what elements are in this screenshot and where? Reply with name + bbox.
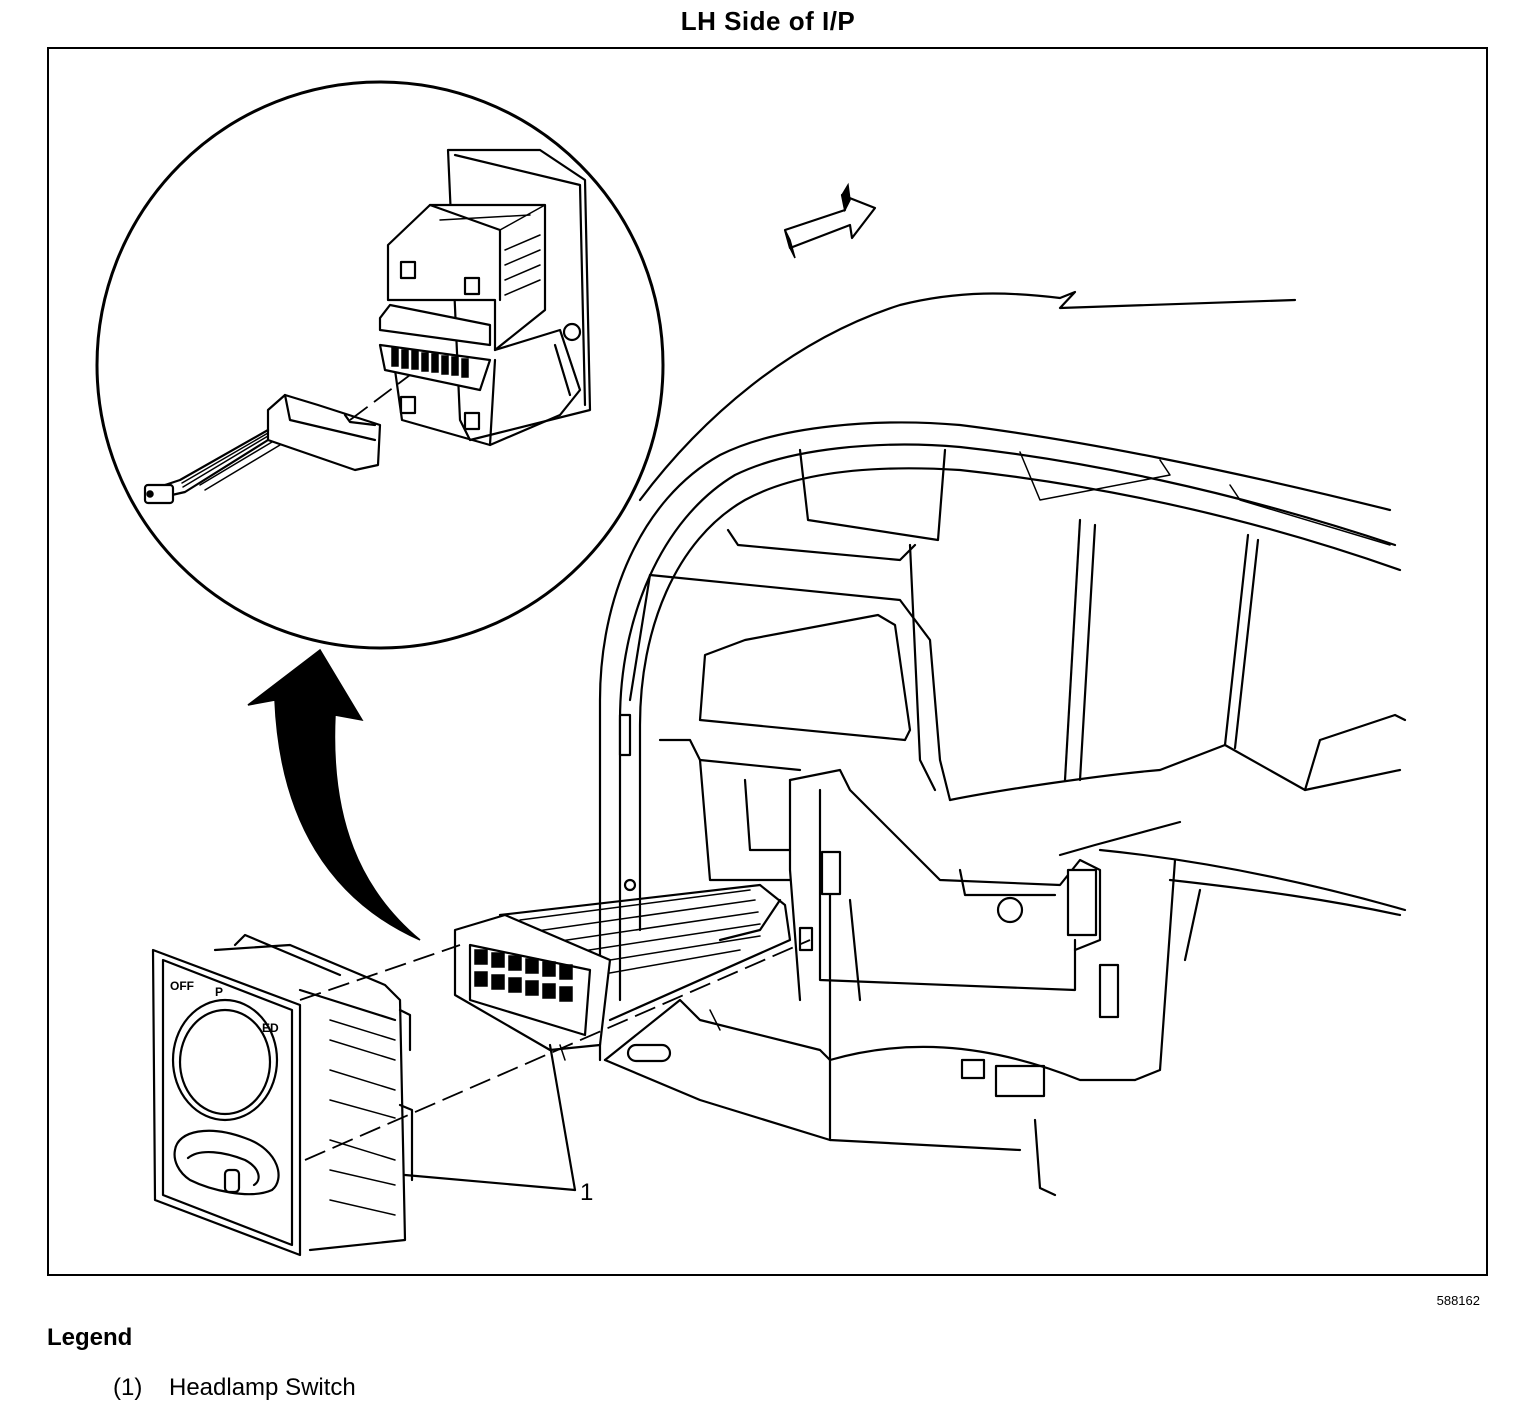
connector-cavities [474, 949, 573, 1002]
alignment-line-upper [299, 944, 461, 1001]
curved-arrow-icon [247, 648, 421, 941]
diagram-title: LH Side of I/P [680, 6, 856, 36]
legend-heading: Legend [47, 1324, 133, 1351]
illustration-frame [47, 47, 1488, 1276]
switch-marking-off: OFF [170, 979, 194, 993]
switch-marking-head: ED [262, 1021, 279, 1035]
figure-id: 588162 [1436, 1293, 1480, 1308]
legend-item-label: Headlamp Switch [169, 1374, 356, 1401]
switch-marking-park: P [215, 985, 223, 999]
forward-arrow-icon [783, 182, 877, 259]
callout-label-1: 1 [580, 1179, 593, 1206]
alignment-line-lower [304, 939, 811, 1161]
ip-harness-connector [453, 883, 792, 1061]
legend-item-number: (1) [113, 1374, 143, 1401]
instrument-panel [598, 290, 1407, 1197]
headlamp-switch-illustration: OFF P ED 1 [95, 80, 1407, 1257]
headlamp-switch: OFF P ED [151, 933, 414, 1257]
switch-socket-pins [391, 347, 469, 378]
callout-leaders [403, 1043, 577, 1192]
detail-inset [95, 80, 665, 650]
legend-item: (1) Headlamp Switch [113, 1374, 356, 1402]
